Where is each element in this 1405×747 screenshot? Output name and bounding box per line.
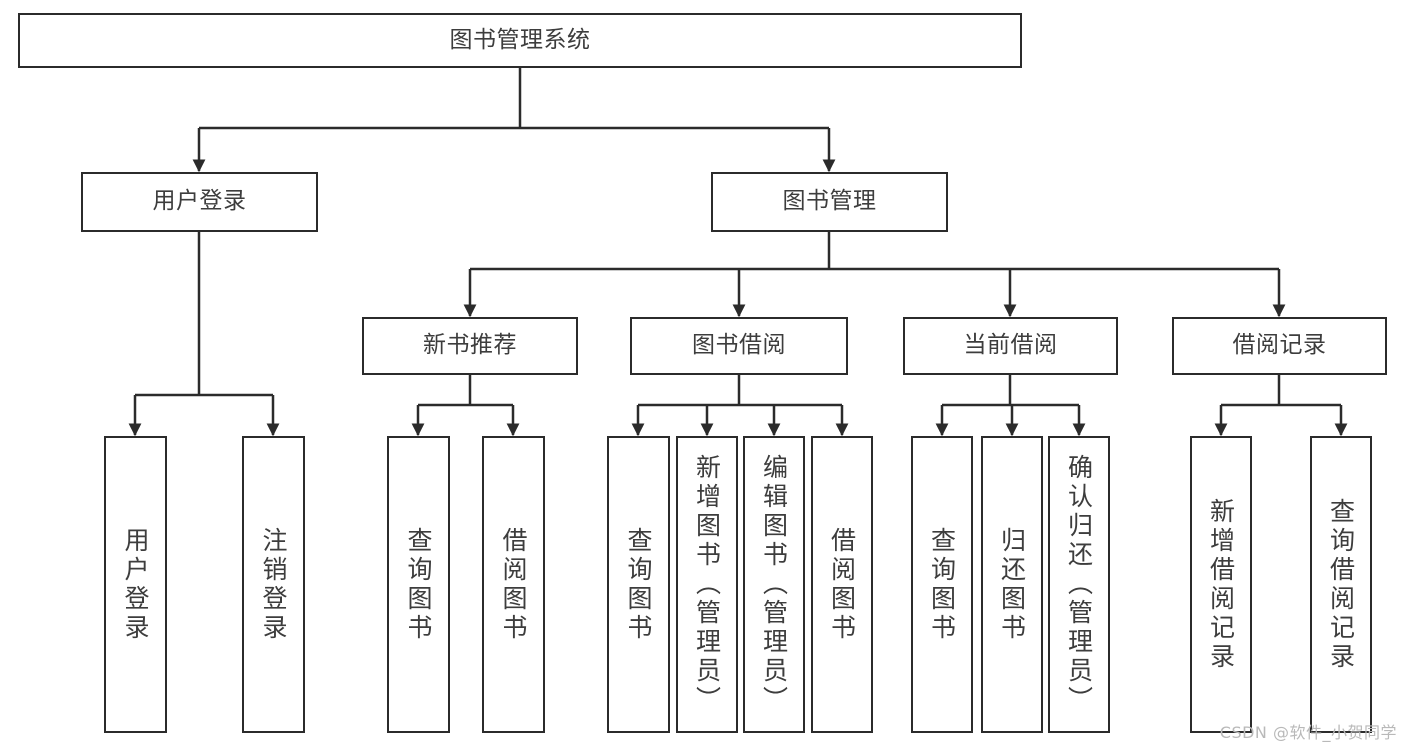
node-label: 用户登录 <box>152 188 247 215</box>
watermark-credit: CSDN @软件_小贺同学 <box>1219 723 1397 742</box>
leaf-query-borrow-record[interactable]: 查询借阅记录 <box>1310 436 1372 733</box>
leaf-edit-book-admin[interactable]: 编辑图书（管理员） <box>743 436 805 733</box>
node-label: 图书管理系统 <box>449 26 591 53</box>
leaf-borrow-book-2[interactable]: 借阅图书 <box>811 436 873 733</box>
leaf-return-book[interactable]: 归还图书 <box>981 436 1043 733</box>
node-label: 编辑图书（管理员） <box>759 454 789 715</box>
node-label: 新增图书（管理员） <box>692 454 722 715</box>
node-label: 查询图书 <box>927 526 957 643</box>
edge-paths <box>128 68 1348 437</box>
node-label: 用户登录 <box>121 526 150 643</box>
node-borrow-record[interactable]: 借阅记录 <box>1172 317 1387 375</box>
node-root-system[interactable]: 图书管理系统 <box>18 13 1022 68</box>
leaf-add-book-admin[interactable]: 新增图书（管理员） <box>676 436 738 733</box>
leaf-query-book-2[interactable]: 查询图书 <box>607 436 670 733</box>
node-label: 查询图书 <box>624 526 653 643</box>
leaf-logout[interactable]: 注销登录 <box>242 436 305 733</box>
leaf-user-login[interactable]: 用户登录 <box>104 436 167 733</box>
node-user-login[interactable]: 用户登录 <box>81 172 318 232</box>
node-label: 新书推荐 <box>423 332 517 359</box>
node-label: 图书借阅 <box>692 332 786 359</box>
node-label: 当前借阅 <box>963 332 1058 359</box>
node-label: 归还图书 <box>997 526 1027 643</box>
node-label: 查询借阅记录 <box>1326 497 1356 672</box>
leaf-confirm-return-admin[interactable]: 确认归还（管理员） <box>1048 436 1110 733</box>
node-current-borrow[interactable]: 当前借阅 <box>903 317 1118 375</box>
node-label: 查询图书 <box>404 526 433 643</box>
node-label: 注销登录 <box>259 526 288 643</box>
node-label: 借阅图书 <box>827 526 857 643</box>
node-label: 借阅记录 <box>1232 332 1327 359</box>
node-label: 借阅图书 <box>499 526 528 643</box>
leaf-add-borrow-record[interactable]: 新增借阅记录 <box>1190 436 1252 733</box>
leaf-query-book-3[interactable]: 查询图书 <box>911 436 973 733</box>
node-new-book-recommend[interactable]: 新书推荐 <box>362 317 578 375</box>
node-label: 新增借阅记录 <box>1206 497 1236 672</box>
node-book-borrow[interactable]: 图书借阅 <box>630 317 848 375</box>
node-label: 图书管理 <box>782 188 877 215</box>
leaf-borrow-book-1[interactable]: 借阅图书 <box>482 436 545 733</box>
leaf-query-book-1[interactable]: 查询图书 <box>387 436 450 733</box>
node-label: 确认归还（管理员） <box>1064 454 1094 715</box>
node-book-manage[interactable]: 图书管理 <box>711 172 948 232</box>
